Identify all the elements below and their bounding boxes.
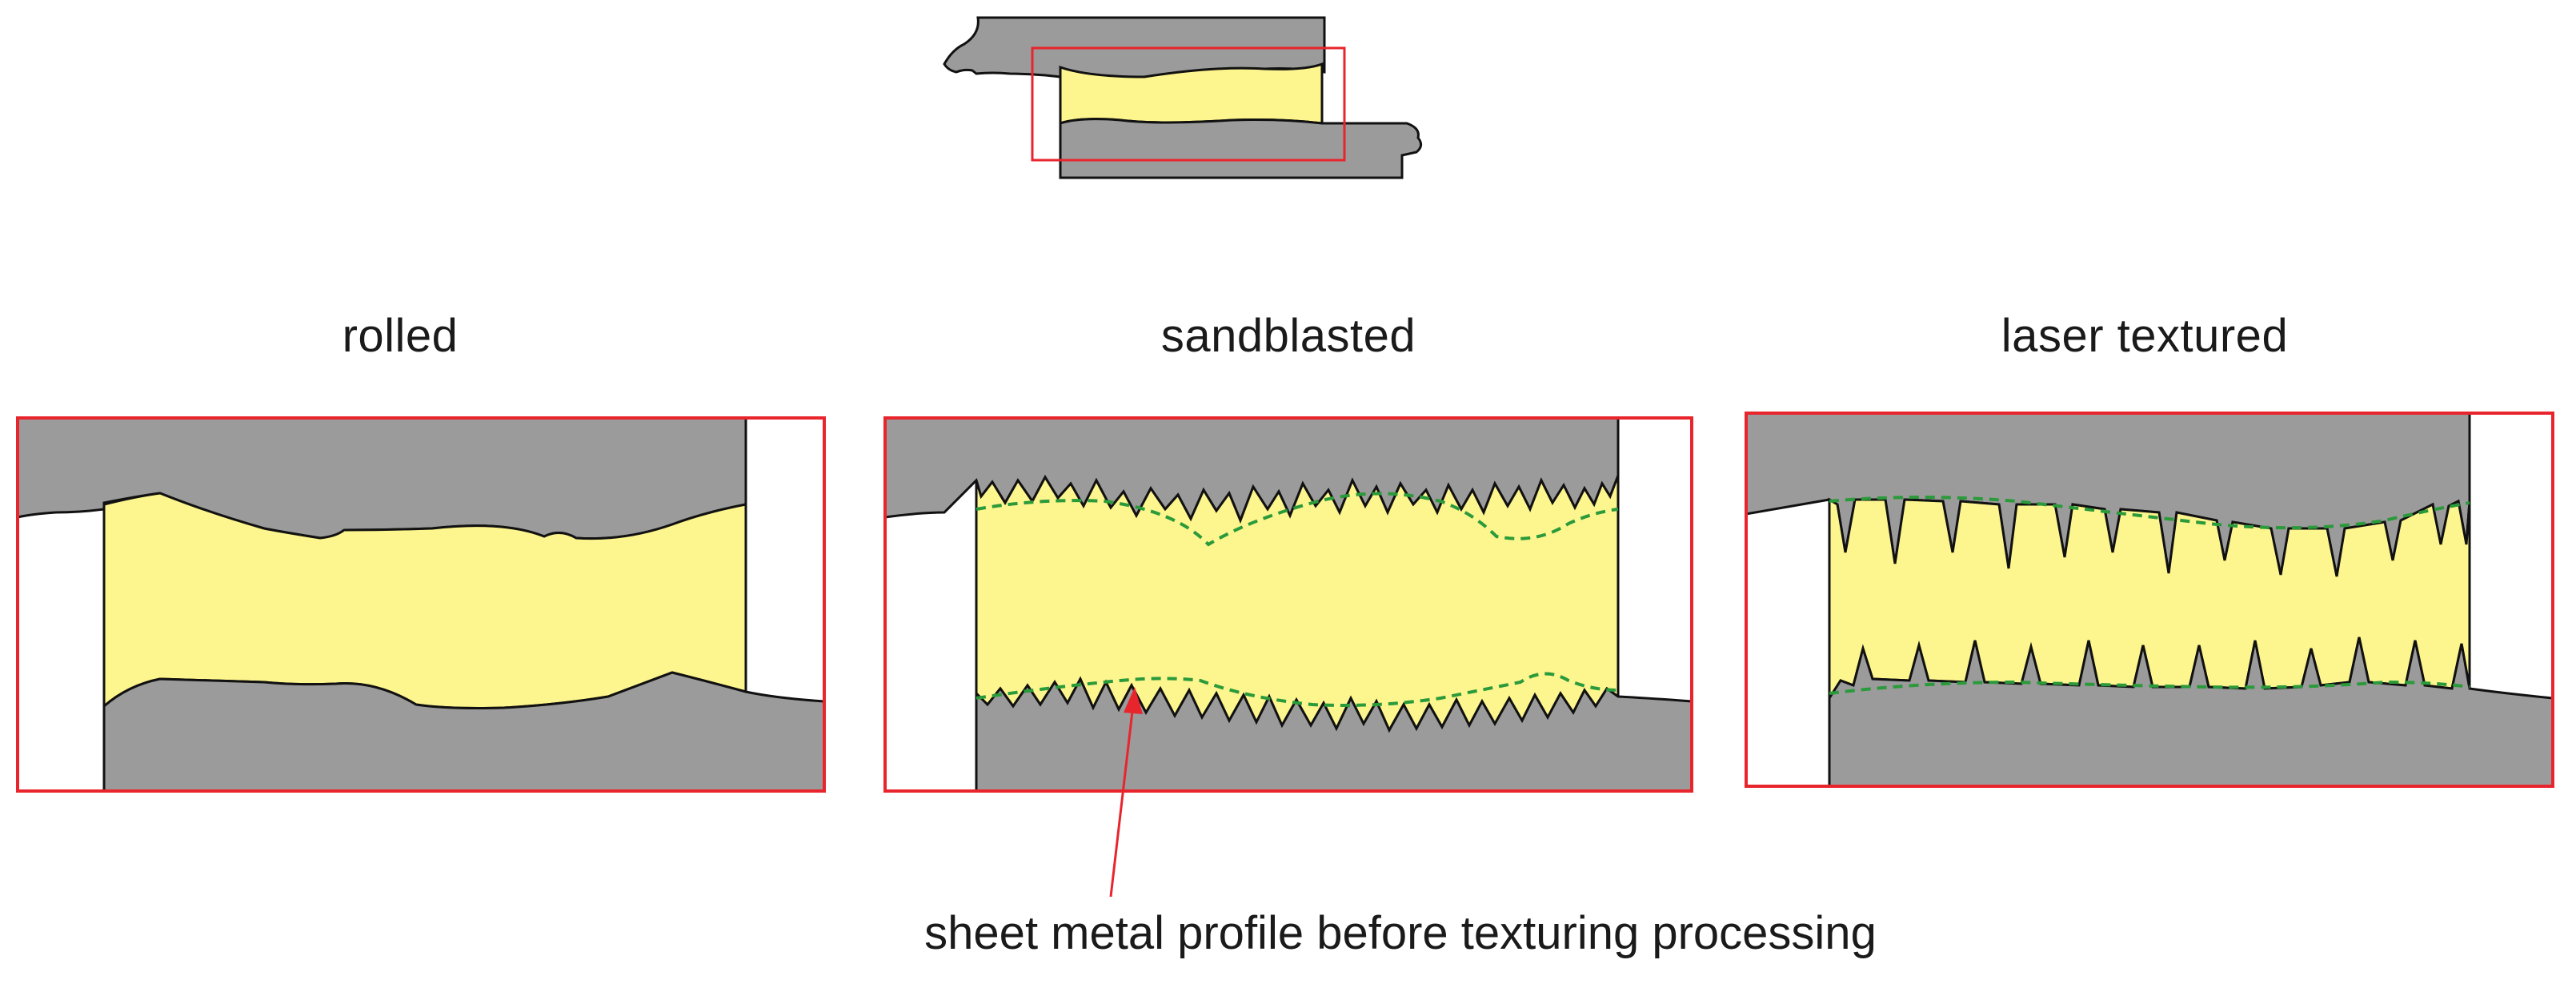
laser-original-profile-upper	[1829, 496, 2470, 530]
panel-laser-textured	[1745, 412, 2554, 788]
overview-joint	[943, 16, 1422, 179]
sandblasted-frame	[883, 416, 1693, 793]
laser-lower-sheet	[1828, 637, 2554, 788]
sandblasted-original-profile-upper	[976, 492, 1619, 547]
annotation-arrow	[1109, 687, 1143, 898]
laser-frame	[1745, 412, 2554, 788]
annotation-label: sheet metal profile before texturing pro…	[924, 907, 1877, 959]
panel-sandblasted	[883, 416, 1693, 793]
panel-title-laser-textured: laser textured	[2001, 310, 2289, 362]
arrow-head	[1124, 687, 1143, 714]
rolled-frame	[16, 416, 826, 793]
panel-title-rolled: rolled	[342, 310, 459, 362]
laser-original-profile-lower	[1829, 680, 2470, 695]
panel-title-sandblasted: sandblasted	[1160, 310, 1416, 362]
rolled-lower-sheet	[102, 671, 826, 793]
panel-rolled	[16, 416, 826, 793]
sandblasted-original-profile-lower	[976, 672, 1619, 707]
sandblasted-lower-sheet	[975, 676, 1693, 793]
overview-lower-sheet	[1059, 118, 1422, 179]
overview-zoom-frame	[1031, 46, 1346, 162]
